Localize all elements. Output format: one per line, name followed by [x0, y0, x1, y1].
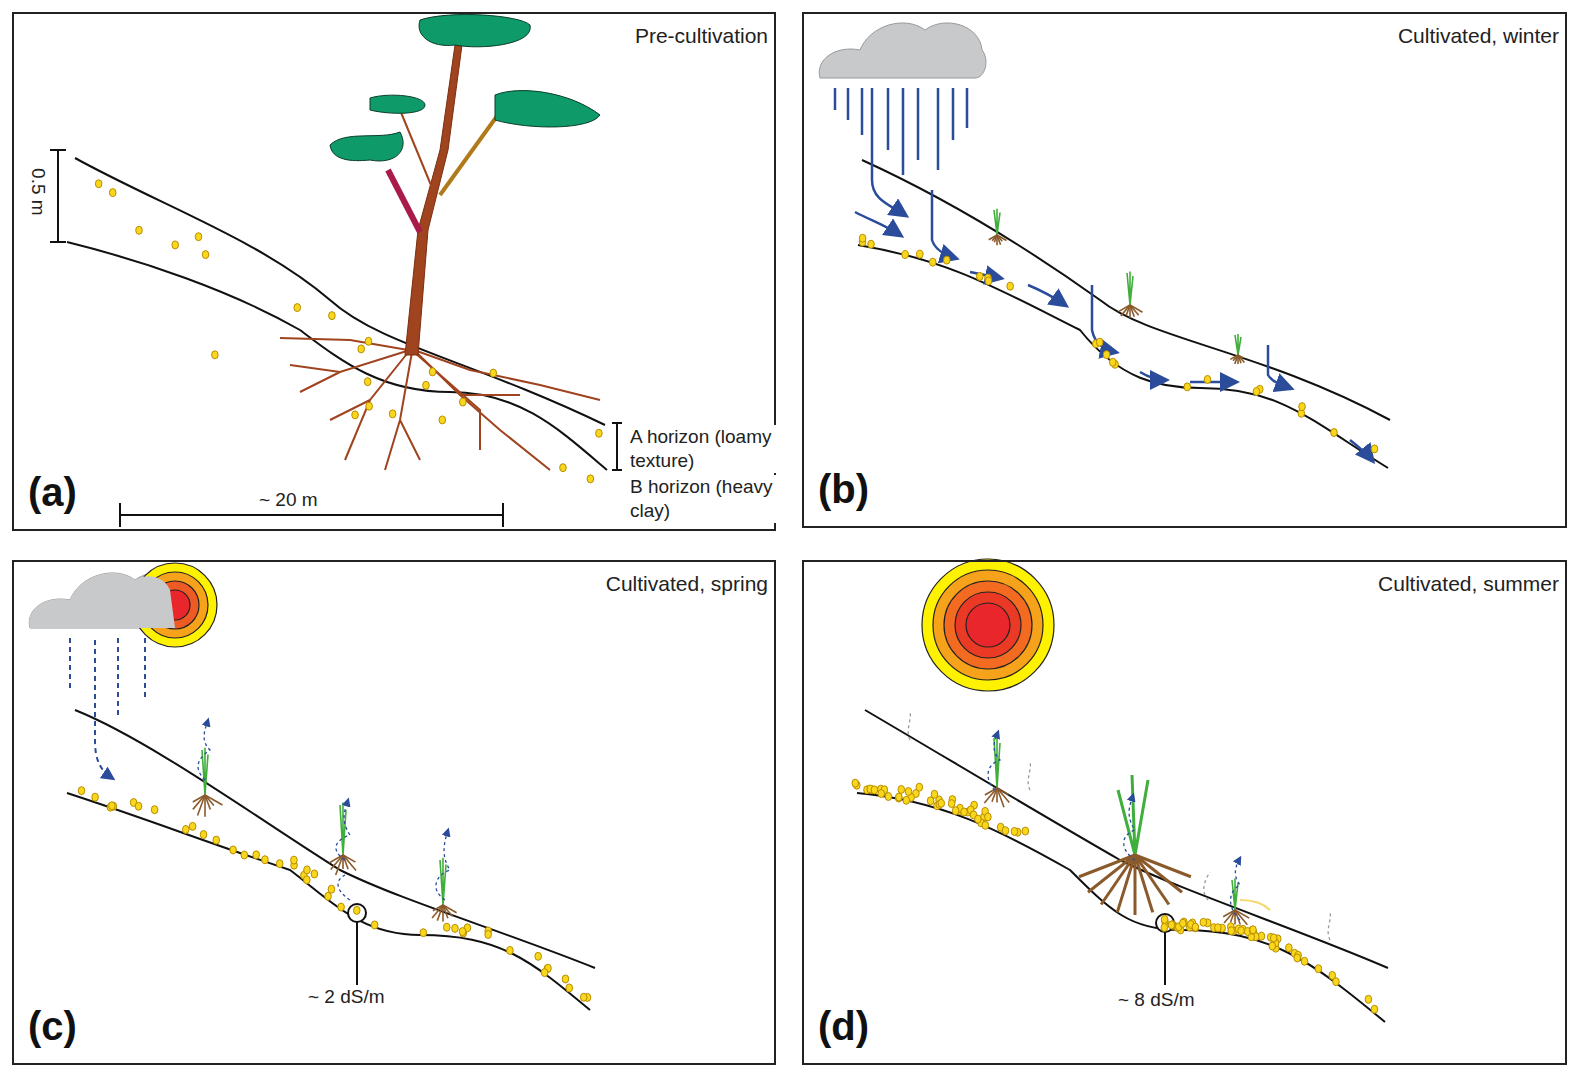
panel-letter: (b): [818, 467, 869, 512]
panel-letter: (c): [28, 1004, 77, 1049]
conductivity-label: ~ 8 dS/m: [1118, 988, 1195, 1012]
panel-letter: (a): [28, 470, 77, 515]
horizon-label: A horizon (loamy texture): [630, 425, 780, 473]
panel-letter: (d): [818, 1004, 869, 1049]
horizon-label: B horizon (heavy clay): [630, 475, 780, 523]
panel-title: Cultivated, summer: [1378, 572, 1559, 596]
panel-title: Cultivated, spring: [606, 572, 768, 596]
conductivity-label: ~ 2 dS/m: [308, 985, 385, 1009]
dimension-label: 0.5 m: [26, 168, 50, 216]
dimension-label: ~ 20 m: [256, 488, 321, 512]
figure-panel: Cultivated, spring (c): [12, 560, 776, 1065]
figure-panel: Cultivated, winter (b): [802, 12, 1567, 528]
panel-title: Pre-cultivation: [635, 24, 768, 48]
panel-title: Cultivated, winter: [1398, 24, 1559, 48]
